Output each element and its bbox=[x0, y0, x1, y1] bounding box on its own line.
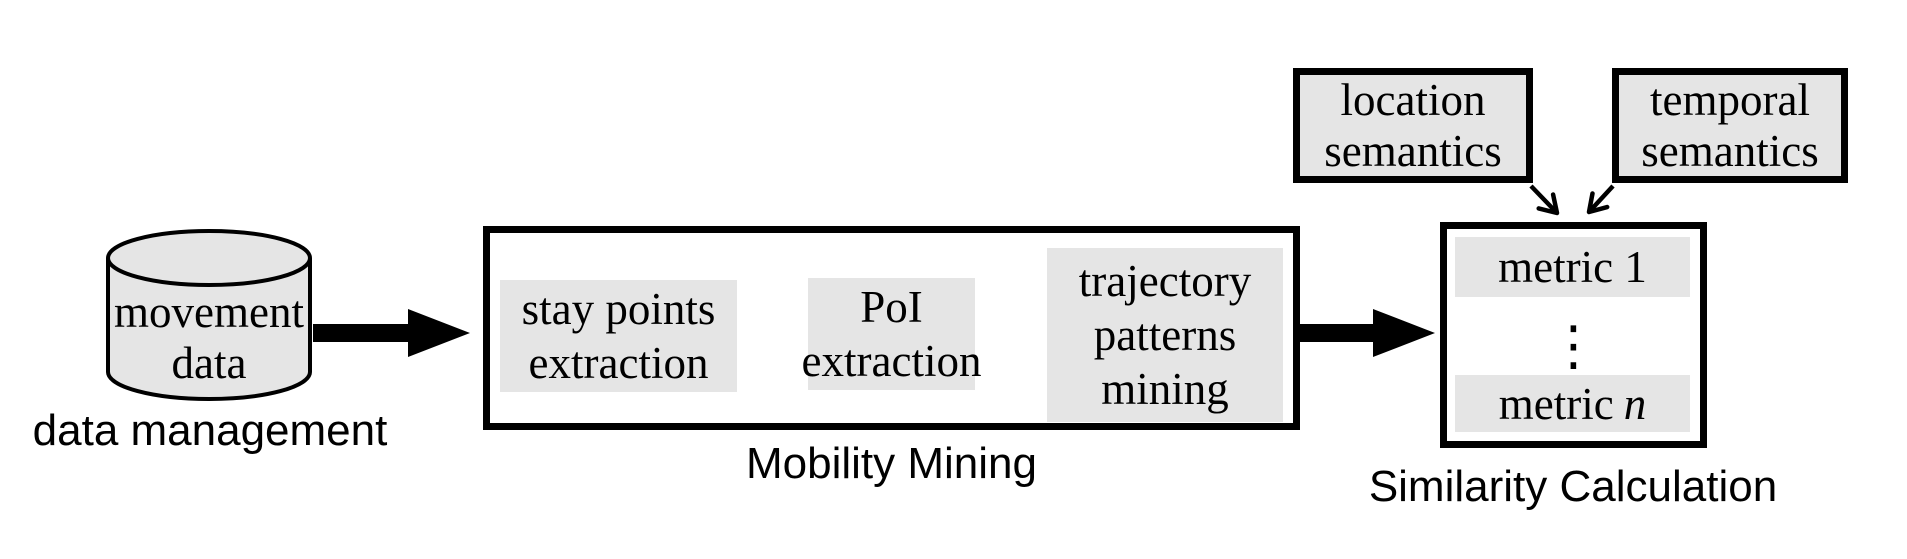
movement-data-cylinder: movement data bbox=[105, 227, 313, 403]
label-line: extraction bbox=[801, 336, 982, 386]
location-semantics-box: location semantics bbox=[1293, 68, 1533, 183]
step-trajectory-patterns-mining: trajectory patterns mining bbox=[1047, 248, 1283, 422]
label-line: PoI bbox=[860, 282, 923, 332]
label-line: stay points bbox=[521, 284, 716, 334]
label-line: extraction bbox=[528, 338, 709, 388]
arrow-temporal-semantics-to-similarity bbox=[1586, 184, 1615, 215]
metric-n-box: metric n bbox=[1455, 375, 1690, 432]
thick-arrow-data-to-mining bbox=[313, 309, 470, 357]
database-cylinder-icon bbox=[106, 229, 312, 401]
mobility-mining-caption: Mobility Mining bbox=[746, 439, 1037, 488]
step-stay-points-extraction: stay points extraction bbox=[500, 280, 737, 392]
metric-1-box: metric 1 bbox=[1455, 237, 1690, 297]
label-line: data bbox=[171, 338, 247, 388]
label-line: patterns bbox=[1093, 310, 1237, 360]
step-poi-extraction: PoI extraction bbox=[802, 278, 981, 390]
label-line: trajectory bbox=[1078, 256, 1252, 306]
label-line: semantics bbox=[1641, 125, 1819, 176]
data-management-caption: data management bbox=[32, 406, 388, 455]
label-line: mining bbox=[1101, 364, 1229, 414]
metric-n-label: metric bbox=[1498, 378, 1614, 429]
label-line: location bbox=[1340, 74, 1486, 125]
similarity-calculation-box: metric 1 ⋮ metric n bbox=[1440, 222, 1707, 448]
label-line: temporal bbox=[1650, 74, 1810, 125]
label-line: semantics bbox=[1324, 125, 1502, 176]
thick-arrow-mining-to-similarity bbox=[1299, 309, 1435, 357]
vertical-ellipsis: ⋮ bbox=[1546, 314, 1601, 377]
metric-1-label: metric 1 bbox=[1498, 242, 1647, 292]
similarity-calculation-caption: Similarity Calculation bbox=[1368, 462, 1778, 511]
mobility-mining-box: stay points extraction PoI extraction tr… bbox=[483, 226, 1300, 430]
movement-data-label: movement data bbox=[105, 287, 313, 389]
temporal-semantics-box: temporal semantics bbox=[1612, 68, 1848, 183]
arrow-location-semantics-to-similarity bbox=[1529, 184, 1560, 216]
metric-n-variable: n bbox=[1623, 378, 1647, 429]
label-line: movement bbox=[114, 287, 304, 337]
